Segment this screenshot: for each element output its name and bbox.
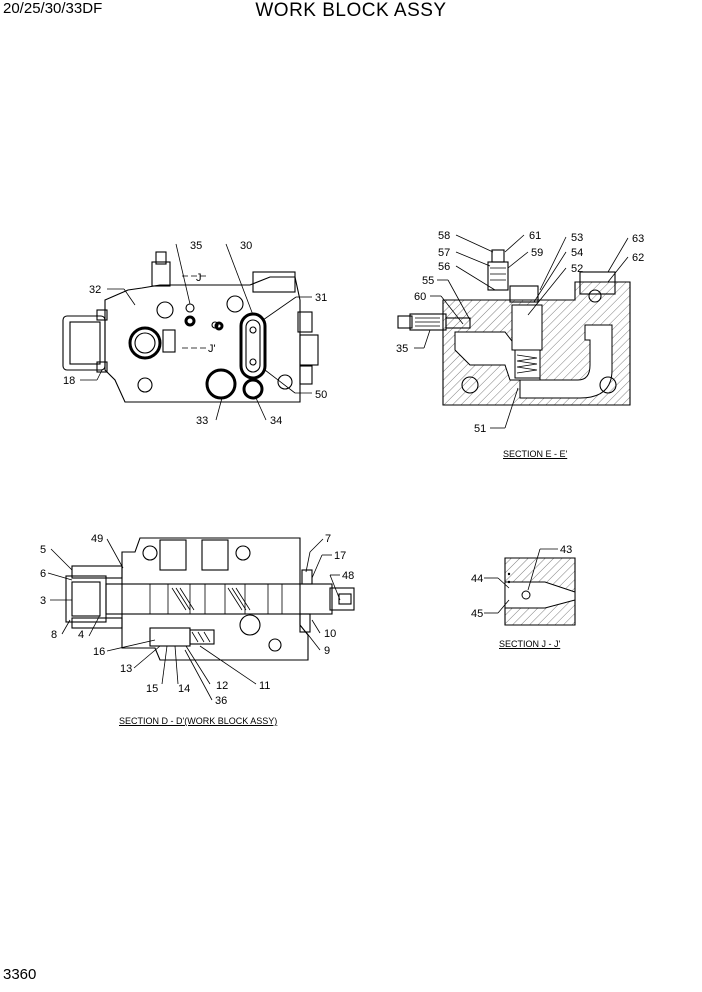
section-d-drawing [47,537,355,701]
part-label: 53 [571,232,583,244]
part-label: 56 [438,261,450,273]
part-label: 13 [120,663,132,675]
part-label: 44 [471,573,483,585]
part-label: 15 [146,683,158,695]
part-label: 55 [422,275,434,287]
part-label: 9 [324,645,330,657]
part-label: 59 [531,247,543,259]
part-label: 17 [334,550,346,562]
part-label: 52 [571,263,583,275]
part-label: 60 [414,291,426,303]
part-label: 45 [471,608,483,620]
page-number: 3360 [3,966,37,983]
section-e-drawing [397,234,631,429]
section-mark-j-prime: J' [208,343,216,355]
section-e-caption: SECTION E - E' [503,449,568,459]
part-label: 63 [632,233,644,245]
page-title: WORK BLOCK ASSY [255,0,447,21]
part-label: 5 [40,544,46,556]
part-label: 58 [438,230,450,242]
part-label: 33 [196,415,208,427]
part-label: 16 [93,646,105,658]
part-label: 7 [325,533,331,545]
part-label: 51 [474,423,486,435]
section-d-caption: SECTION D - D'(WORK BLOCK ASSY) [119,716,278,726]
part-label: 43 [560,544,572,556]
part-label: 35 [396,343,408,355]
part-label: 48 [342,570,354,582]
part-label: 30 [240,240,252,252]
part-label: 12 [216,680,228,692]
part-label: 50 [315,389,327,401]
part-label: 49 [91,533,103,545]
section-j-caption: SECTION J - J' [499,639,561,649]
part-label: 61 [529,230,541,242]
part-label: 54 [571,247,583,259]
part-label: 32 [89,284,101,296]
section-mark-j: J [196,272,202,284]
part-label: 35 [190,240,202,252]
part-label: 34 [270,415,282,427]
part-label: 36 [215,695,227,707]
front-view-drawing [62,243,319,421]
part-label: 8 [51,629,57,641]
part-label: 57 [438,247,450,259]
part-label: 11 [259,680,270,692]
part-label: 3 [40,595,46,607]
part-label: 62 [632,252,644,264]
part-label: 31 [315,292,327,304]
part-label: 4 [78,629,84,641]
section-j-drawing [484,548,576,626]
part-label: 10 [324,628,336,640]
model-number: 20/25/30/33DF [3,0,103,17]
part-label: 6 [40,568,46,580]
part-label: 14 [178,683,190,695]
part-label: 18 [63,375,75,387]
